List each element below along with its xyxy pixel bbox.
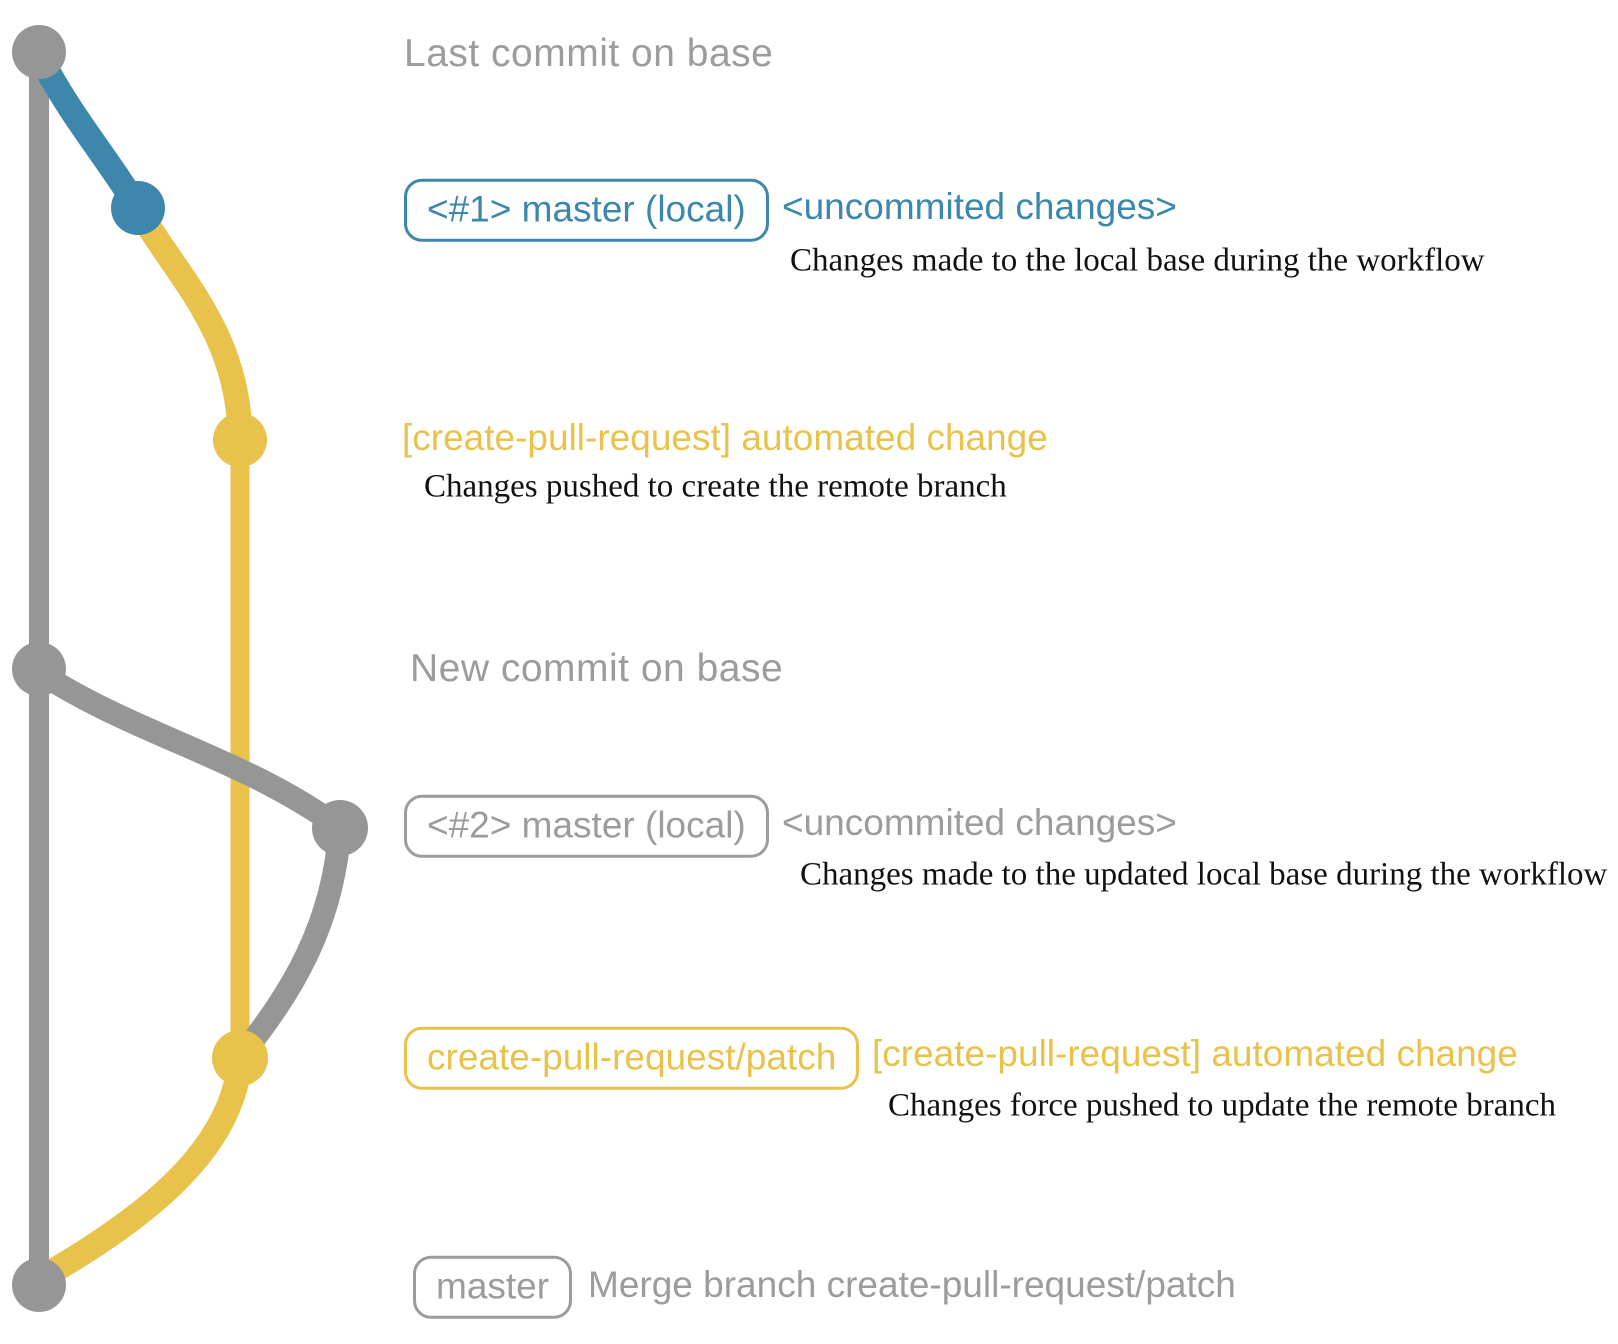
commit-node-base-new [12,642,66,696]
description-remote-push-2: Changes force pushed to update the remot… [888,1087,1557,1124]
badge-master-local-2: <#2> master (local) [404,794,769,858]
label-merge-branch: Merge branch create-pull-request/patch [588,1264,1236,1305]
label-automated-change-2: [create-pull-request] automated change [872,1033,1518,1074]
heading-new-commit-on-base: New commit on base [410,647,784,690]
branch-curve-local-2 [27,660,352,840]
branch-curve-merge [35,1047,253,1287]
commit-node-remote-1 [213,413,267,467]
badge-master-local-1: <#1> master (local) [404,178,769,242]
badge-create-pull-request-patch: create-pull-request/patch [404,1026,860,1090]
label-uncommitted-changes-1: <uncommited changes> [782,186,1177,227]
description-remote-push-1: Changes pushed to create the remote bran… [424,468,1007,505]
description-local-changes-1: Changes made to the local base during th… [790,242,1485,279]
commit-node-remote-2 [212,1030,268,1086]
label-uncommitted-changes-2: <uncommited changes> [782,802,1177,843]
commit-node-local-1 [111,181,165,235]
branch-curve-local-2-to-remote [232,816,352,1064]
branch-curve-remote-1 [125,195,253,453]
badge-master: master [413,1255,573,1319]
label-automated-change-1: [create-pull-request] automated change [402,417,1048,458]
heading-last-commit-on-base: Last commit on base [404,32,774,75]
commit-node-base-top [12,25,66,79]
description-local-changes-2: Changes made to the updated local base d… [800,856,1608,893]
commit-node-local-2 [312,800,368,856]
branch-curve-local-1 [26,42,151,221]
commit-node-base-merge [12,1258,66,1312]
